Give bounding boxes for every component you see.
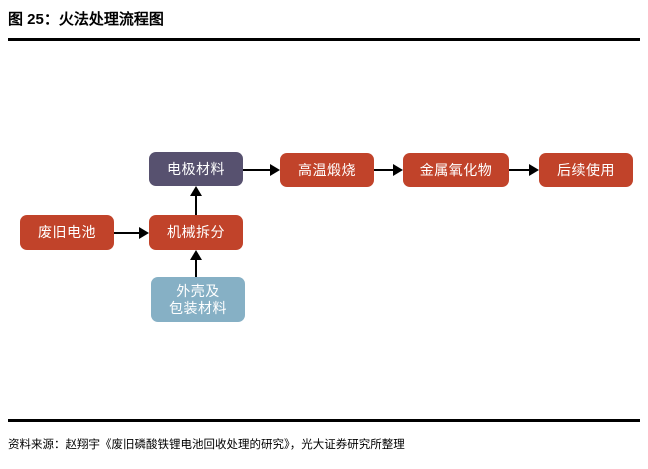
- flow-node-waste-battery[interactable]: 废旧电池: [20, 215, 114, 250]
- flow-node-metal-oxide[interactable]: 金属氧化物: [403, 153, 509, 187]
- flow-node-label: 废旧电池: [38, 224, 96, 240]
- flow-node-label: 高温煅烧: [298, 161, 356, 178]
- flow-node-high-temp-roast[interactable]: 高温煅烧: [280, 153, 374, 187]
- page-title: 图 25：火法处理流程图: [8, 11, 164, 28]
- flow-node-label: 后续使用: [557, 161, 615, 178]
- flow-node-electrode-material[interactable]: 电极材料: [149, 152, 243, 186]
- arrow-right-icon: [114, 226, 149, 240]
- flow-node-label: 金属氧化物: [419, 161, 493, 178]
- flow-node-subsequent-use[interactable]: 后续使用: [539, 153, 633, 187]
- flowchart-canvas: 废旧电池 机械拆分 电极材料 外壳及 包装材料 高温煅烧 金属氧化物 后续使用: [0, 44, 648, 416]
- arrow-right-icon: [243, 163, 280, 177]
- arrow-up-icon: [189, 250, 203, 277]
- flow-node-shell-packaging[interactable]: 外壳及 包装材料: [151, 277, 245, 322]
- arrow-right-icon: [374, 163, 403, 177]
- source-note: 资料来源：赵翔宇《废旧磷酸铁锂电池回收处理的研究》，光大证券研究所整理: [8, 439, 405, 451]
- arrow-up-icon: [189, 186, 203, 215]
- title-divider: [8, 38, 640, 41]
- flow-node-mechanical-split[interactable]: 机械拆分: [149, 215, 243, 250]
- footer-divider: [8, 419, 640, 422]
- flow-node-label: 电极材料: [167, 160, 225, 177]
- flow-node-label: 外壳及 包装材料: [169, 282, 227, 316]
- flow-node-label: 机械拆分: [167, 224, 225, 240]
- arrow-right-icon: [509, 163, 539, 177]
